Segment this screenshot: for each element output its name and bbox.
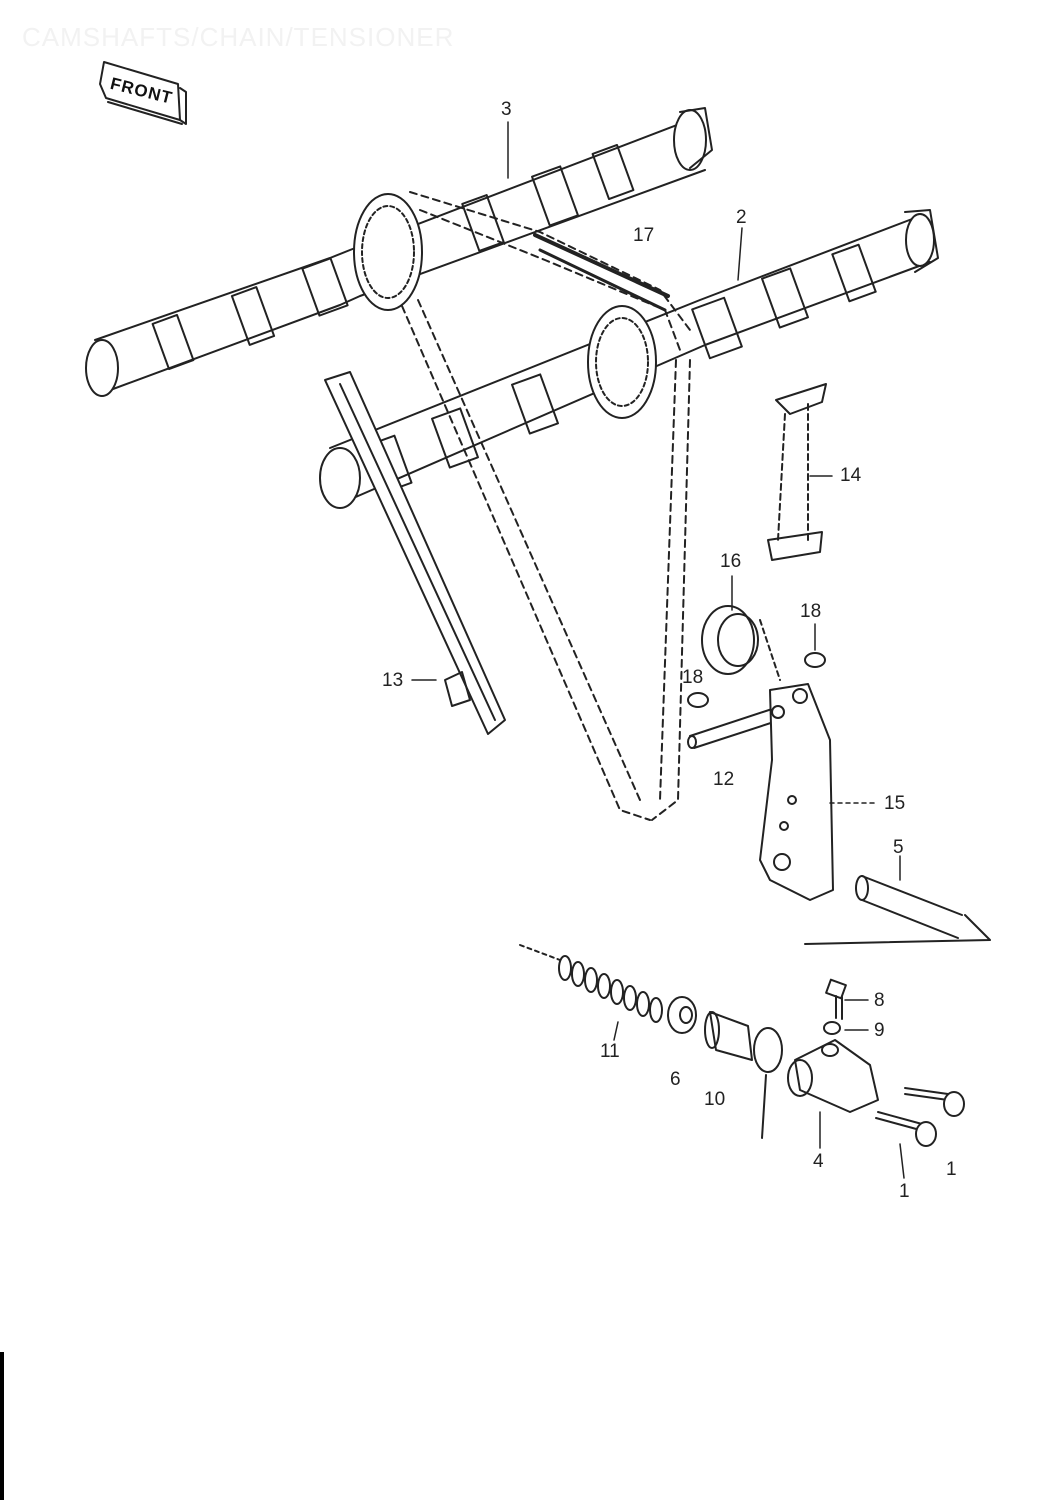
tensioner-shaft: [804, 875, 991, 945]
callout-8: 8: [874, 990, 885, 1011]
cam-chain: [401, 191, 691, 821]
callout-5: 5: [893, 837, 904, 858]
callout-1-right: 1: [946, 1159, 957, 1180]
camshaft-exhaust: [85, 107, 713, 397]
chain-guide-front: [324, 371, 506, 735]
callout-14: 14: [840, 465, 862, 486]
idler-sprocket: [701, 605, 781, 681]
push-rod: [704, 1011, 753, 1061]
callout-12: 12: [713, 769, 735, 790]
cam-chain-links: [533, 233, 670, 312]
tensioner-housing: [787, 1039, 879, 1113]
washer-small: [823, 1021, 841, 1035]
bolt-lower: [875, 1111, 937, 1147]
bolt-upper: [904, 1087, 965, 1117]
callout-1-lower: 1: [899, 1181, 910, 1202]
callout-3: 3: [501, 99, 512, 120]
tensioner-pin: [687, 707, 781, 749]
page-title: CAMSHAFTS/CHAIN/TENSIONER: [22, 22, 455, 52]
camshaft-sprocket-upper: [353, 193, 423, 311]
callout-15: 15: [884, 793, 906, 814]
camshaft-intake: [319, 209, 939, 509]
bolt-small: [825, 978, 847, 1020]
chain-guide-upper: [767, 383, 827, 561]
washer-left: [687, 692, 709, 708]
callout-16: 16: [720, 551, 742, 572]
callout-4: 4: [813, 1151, 824, 1172]
washer-top: [804, 652, 826, 668]
callout-11: 11: [600, 1041, 620, 1062]
camshaft-sprocket-lower: [587, 305, 657, 419]
tensioner-spring: [519, 944, 663, 1023]
callout-18-left: 18: [682, 667, 704, 688]
callout-10: 10: [704, 1089, 726, 1110]
callout-6: 6: [670, 1069, 681, 1090]
tensioner-arm: [759, 683, 834, 901]
callout-9: 9: [874, 1020, 885, 1041]
o-ring: [753, 1027, 783, 1139]
front-arrow-icon: [99, 61, 187, 125]
callout-17: 17: [633, 225, 655, 246]
leader-lines: [411, 121, 905, 1179]
nut: [667, 996, 697, 1034]
callout-18-top: 18: [800, 601, 822, 622]
callout-13: 13: [382, 670, 404, 691]
callout-2: 2: [736, 207, 747, 228]
scan-edge-bar: [0, 1352, 4, 1500]
